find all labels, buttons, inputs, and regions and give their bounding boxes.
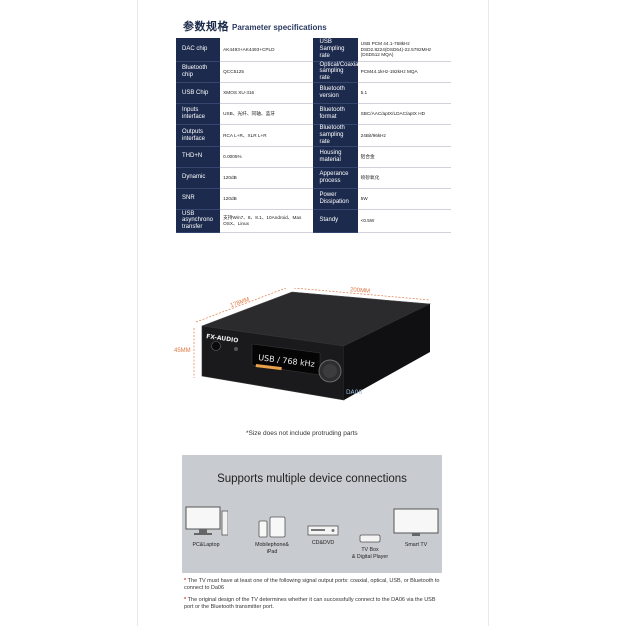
- spec-value: 5W: [357, 188, 451, 210]
- smart-tv-icon: [393, 508, 439, 536]
- device-smarttv: Smart TV: [392, 507, 440, 549]
- spec-label: Power Dissipation: [313, 188, 358, 210]
- dac-unit-illustration: USB / 768 kHz FX-AUDIO DA06: [193, 287, 432, 401]
- spec-value: 120dB: [220, 167, 314, 189]
- device-tvbox: TV Box & Digital Player: [348, 525, 392, 569]
- footnotes: * The TV must have at least one of the f…: [184, 578, 446, 617]
- device-label-cd: CD&DVD: [311, 540, 335, 547]
- spec-value: RCA L+R、XLR L+R: [220, 124, 314, 147]
- spec-value: 铝合金: [357, 146, 451, 168]
- spec-value: 0.0005%: [220, 146, 314, 168]
- spec-label: USB Chip: [176, 82, 221, 105]
- device-label-smarttv: Smart TV: [404, 542, 428, 549]
- spec-label: Housing material: [313, 146, 358, 168]
- connections-title: Supports multiple device connections: [217, 473, 407, 485]
- spec-value: 120dB: [220, 188, 314, 210]
- title-cn: 参数规格: [183, 21, 229, 33]
- device-cd: CD&DVD: [307, 523, 339, 547]
- spec-label: USB Sampling rate: [313, 38, 358, 62]
- device-label-pc: PC&Laptop: [192, 542, 220, 549]
- device-pc: PC&Laptop: [184, 503, 229, 549]
- spec-label: Dynamic: [176, 167, 221, 189]
- spec-label: Optical/Coaxial sampling rate: [313, 61, 360, 84]
- spec-label: Bluetooth format: [313, 103, 358, 126]
- spec-value: SBC/AAC/aptX/LDAC/aptX HD: [357, 103, 451, 126]
- spec-value: USB PCM 44.1-768kHz DSD2.8224(DSD64)-22.…: [357, 38, 451, 62]
- spec-label: THD+N: [176, 146, 221, 168]
- spec-value: 支持Win7、8、8.1、10Android、Mas OSX、Linux: [220, 209, 314, 233]
- size-note: *Size does not include protruding parts: [246, 430, 358, 437]
- spec-label: Inputs interface: [176, 103, 221, 126]
- spec-value: QCC5125: [220, 61, 314, 84]
- height-dimension: 45MM: [174, 348, 191, 354]
- footnote-1: * The TV must have at least one of the f…: [184, 578, 440, 592]
- spec-label: Bluetooth version: [313, 82, 358, 105]
- device-label-tvbox: TV Box & Digital Player: [351, 547, 389, 561]
- spec-value: AK4493+AK4493+CPLD: [220, 38, 314, 62]
- spec-label: Bluetooth chip: [176, 61, 221, 84]
- spec-value: 喷砂氧化: [357, 167, 451, 189]
- spec-value: USB、光纤、同轴、蓝牙: [220, 103, 314, 126]
- mobile-ipad-icon: [258, 516, 286, 538]
- tv-box-icon: [359, 534, 381, 543]
- product-image: USB / 768 kHz FX-AUDIO DA06 178MM 200MM …: [174, 287, 438, 408]
- spec-label: DAC chip: [176, 38, 221, 62]
- spec-value: 24Bit/96kHz: [357, 124, 451, 147]
- spec-value: 5.1: [357, 82, 451, 105]
- spec-value: PCM44.1kHz-192kHz MQA: [357, 61, 451, 84]
- brand-logo: FX-AUDIO: [206, 333, 239, 344]
- spec-label: Standy: [313, 209, 358, 233]
- cd-player-icon: [307, 525, 339, 536]
- spec-value: <0.5W: [357, 209, 451, 233]
- spec-label: SNR: [176, 188, 221, 210]
- spec-label: Bluetooth sampling rate: [313, 124, 358, 147]
- device-label-mobile: Mobilephone& iPad: [255, 542, 289, 556]
- monitor-pc-icon: [185, 506, 229, 536]
- spec-label: Outputs interface: [176, 124, 221, 147]
- footnote-2: * The original design of the TV determin…: [184, 597, 436, 611]
- title-en: Parameter specifications: [232, 23, 327, 32]
- spec-value: XMOS XU-316: [220, 82, 314, 105]
- spec-label: USB asynchrono transfer: [176, 209, 221, 233]
- device-mobile: Mobilephone& iPad: [252, 515, 292, 556]
- connections-panel: Supports multiple device connections PC&…: [182, 455, 442, 573]
- model-badge: DA06: [346, 389, 362, 396]
- spec-label: Apperance process: [313, 167, 358, 189]
